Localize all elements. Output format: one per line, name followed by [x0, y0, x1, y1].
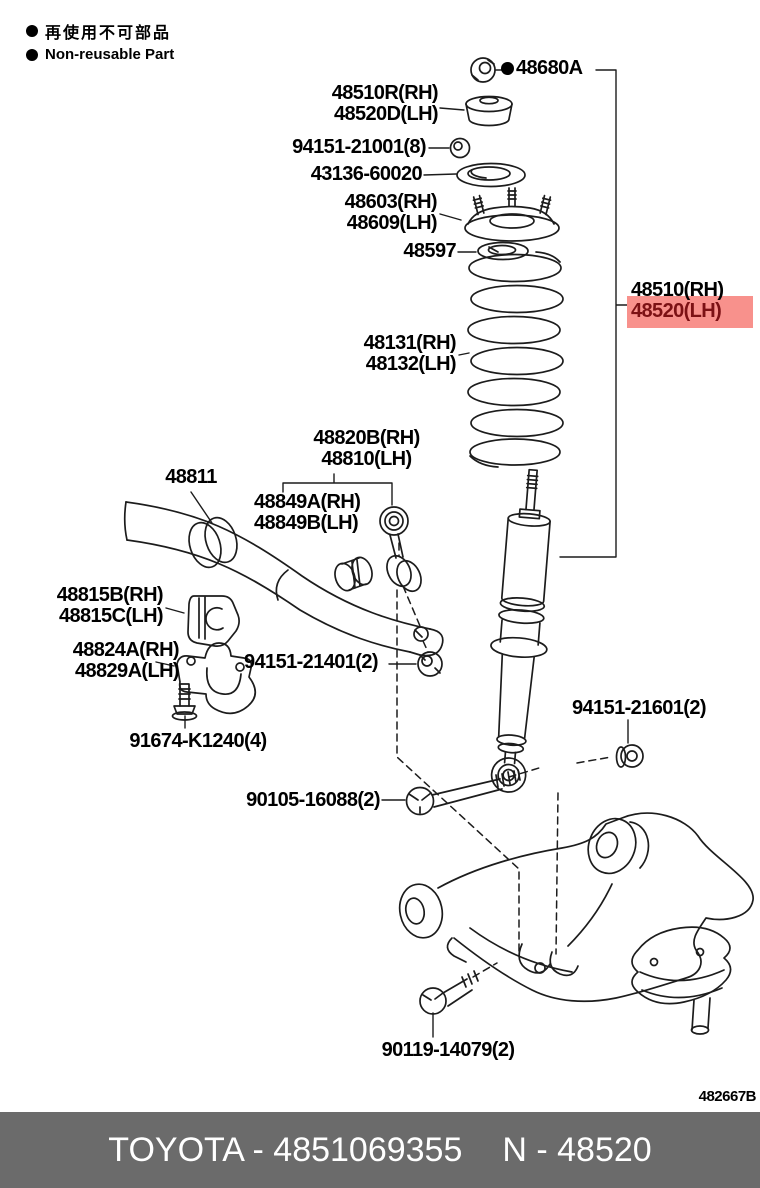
bolt-90119-drawing [419, 970, 479, 1015]
part-label-91674-k1240[interactable]: 91674-K1240(4) [124, 731, 272, 752]
legend-row-jp: 再使用不可部品 [26, 19, 174, 43]
nut-94151-21601-drawing [615, 744, 644, 768]
bolt-91674-drawing [171, 683, 198, 721]
part-number-lh: 48520D(LH) [333, 103, 439, 125]
part-label-43136-60020[interactable]: 43136-60020 [302, 163, 423, 185]
nut-48680a-drawing [470, 57, 496, 83]
part-label-48680a[interactable]: 48680A [501, 58, 601, 79]
non-reusable-bullet-icon [26, 48, 38, 61]
support-cap-drawing [465, 95, 513, 127]
part-label-90119-14079[interactable]: 90119-14079(2) [374, 1040, 522, 1061]
legend-en-text: Non-reusable Part [45, 46, 175, 63]
legend-jp-text: 再使用不可部品 [45, 25, 172, 42]
part-label-48824a-48829a[interactable]: 48824A(RH) 48829A(LH) [33, 639, 180, 682]
part-label-90105-16088[interactable]: 90105-16088(2) [232, 789, 381, 811]
part-number: 91674-K1240(4) [129, 730, 267, 752]
part-number-rh: 48603(RH) [344, 191, 438, 213]
stabilizer-link-drawing [334, 506, 422, 593]
part-label-48597[interactable]: 48597 [393, 241, 456, 262]
coil-spring-drawing [467, 251, 564, 468]
part-number-rh: 48820B(RH) [313, 427, 420, 449]
part-number-rh: 48815B(RH) [56, 584, 164, 606]
part-number: 90119-14079(2) [381, 1039, 515, 1061]
part-number-lh: 48815C(LH) [58, 605, 164, 627]
footer-bar: TOYOTA - 4851069355 N - 48520 [0, 1112, 760, 1188]
lower-control-arm-drawing [398, 812, 754, 1003]
selection-highlight [627, 296, 753, 328]
part-label-48849a-48849b[interactable]: 48849A(RH) 48849B(LH) [254, 492, 391, 534]
part-label-48603-48609[interactable]: 48603(RH) 48609(LH) [317, 191, 438, 234]
part-number-lh: 48829A(LH) [74, 660, 180, 682]
leader-lines [155, 69, 631, 1038]
part-number-lh-highlighted: 48520(LH) [631, 300, 722, 322]
part-label-48510r-48520d[interactable]: 48510R(RH) 48520D(LH) [317, 82, 439, 125]
part-number: 48811 [165, 466, 217, 488]
drawing-ref: 482667B [698, 1088, 757, 1105]
part-number-rh: 48824A(RH) [72, 639, 180, 661]
footer-ref: N - 48520 [502, 1130, 652, 1169]
ball-joint-drawing [631, 926, 732, 1035]
part-label-94151-21601[interactable]: 94151-21601(2) [572, 698, 718, 719]
part-label-48811[interactable]: 48811 [159, 467, 223, 488]
bar-bracket-drawing [176, 642, 257, 715]
part-number-rh: 48510(RH) [631, 279, 724, 301]
legend-row-en: Non-reusable Part [26, 46, 174, 63]
suspension-support-drawing [464, 187, 560, 242]
part-label-94151-21001[interactable]: 94151-21001(8) [280, 136, 427, 158]
part-number-rh: 48510R(RH) [331, 82, 439, 104]
part-number-lh: 48810(LH) [321, 448, 412, 470]
part-label-48815b-48815c[interactable]: 48815B(RH) 48815C(LH) [41, 584, 164, 627]
part-number-rh: 48131(RH) [363, 332, 457, 354]
part-label-94151-21401[interactable]: 94151-21401(2) [244, 652, 388, 673]
part-number-rh: 48849A(RH) [254, 491, 361, 513]
part-number: 48680A [516, 57, 583, 79]
part-label-48510-48520-selected[interactable]: 48510(RH) 48520(LH) [627, 279, 753, 328]
part-number-lh: 48849B(LH) [254, 512, 359, 534]
non-reusable-bullet-icon [501, 62, 514, 75]
part-number: 94151-21001(8) [292, 136, 427, 158]
part-number-lh: 48132(LH) [365, 353, 457, 375]
shock-absorber-drawing [490, 468, 551, 793]
bar-bushing-drawing [187, 595, 240, 647]
part-label-48131-48132[interactable]: 48131(RH) 48132(LH) [344, 332, 457, 375]
part-number-lh: 48609(LH) [346, 212, 438, 234]
nut-94151-21001-drawing [449, 137, 471, 159]
part-number: 43136-60020 [310, 163, 423, 185]
part-number: 94151-21601(2) [572, 697, 707, 719]
footer-brand-part: TOYOTA - 4851069355 [108, 1130, 463, 1169]
part-number: 48597 [403, 240, 456, 262]
part-label-48820b-48810[interactable]: 48820B(RH) 48810(LH) [307, 428, 426, 470]
legend: 再使用不可部品 Non-reusable Part [26, 19, 174, 63]
nut-94151-21401-drawing [417, 651, 443, 677]
bolt-90105-drawing [405, 769, 521, 816]
washer-43136-drawing [456, 162, 526, 188]
non-reusable-bullet-icon [26, 25, 38, 37]
part-number: 90105-16088(2) [246, 789, 381, 811]
part-number: 94151-21401(2) [244, 651, 379, 673]
